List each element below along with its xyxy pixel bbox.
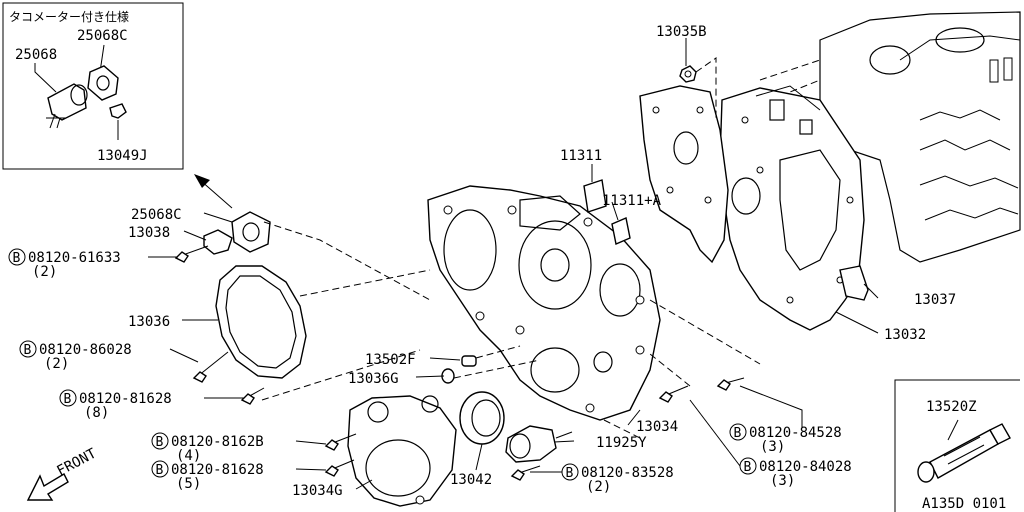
bolt-b-symbol: B [64, 392, 72, 407]
bolt-84528-drawing [716, 377, 745, 391]
tensioner-11925y-drawing [505, 425, 573, 463]
bolt-qty-84528: (3) [760, 439, 785, 455]
label-13032[interactable]: 13032 [884, 327, 926, 343]
plate-25068c-drawing [231, 211, 271, 253]
tach-clip-drawing [109, 103, 127, 119]
bolt-83528-drawing [510, 465, 541, 481]
label-11311[interactable]: 11311 [560, 148, 602, 164]
gasket-11311a-drawing [611, 201, 631, 245]
gasket-13036-drawing [215, 265, 307, 379]
label-13037[interactable]: 13037 [914, 292, 956, 308]
bolt-label-81628-5[interactable]: B 08120-81628 (5) [151, 460, 264, 492]
label-13038[interactable]: 13038 [128, 225, 170, 241]
engine-block-drawing [759, 11, 1021, 263]
label-13035b[interactable]: 13035B [656, 24, 707, 40]
bolt-part-8162b: 08120-8162B [171, 434, 264, 450]
leader-lines [148, 38, 959, 490]
bolt-b-symbol: B [734, 426, 742, 441]
bolt-61633-drawing [174, 245, 209, 263]
front-arrow-icon [26, 473, 69, 501]
bolt-label-81628-8[interactable]: B 08120-81628 (8) [59, 389, 172, 421]
bolt-part-84528: 08120-84528 [749, 425, 842, 441]
bolt-part-86028: 08120-86028 [39, 342, 132, 358]
tachometer-inset: タコメーター付き仕様 25068 25068C 13049J [2, 2, 184, 170]
label-25068c[interactable]: 25068C [131, 207, 182, 223]
sealant-inset: 13520Z A135D 0101 [894, 379, 1020, 512]
inset-frame [2, 2, 184, 170]
part-labels: 13035B 11311 11311+A 25068C 13038 13036 … [128, 24, 956, 499]
bolt-8162b-drawing [324, 433, 357, 451]
bolt-b-symbol: B [156, 463, 164, 478]
diagram-id: A135D 0101 [922, 496, 1006, 512]
bolt-part-81628-8: 08120-81628 [79, 391, 172, 407]
bolt-qty-61633: (2) [32, 264, 57, 280]
seal-13042-drawing [459, 391, 505, 445]
front-label: FRONT [54, 445, 99, 479]
gasket-13037-drawing [839, 265, 869, 301]
label-13036[interactable]: 13036 [128, 314, 170, 330]
bolt-label-84528[interactable]: B 08120-84528 (3) [729, 423, 842, 455]
label-13036g[interactable]: 13036G [348, 371, 399, 387]
bolt-label-84028[interactable]: B 08120-84028 (3) [739, 457, 852, 489]
front-cover-drawing [427, 185, 661, 421]
tach-sensor-drawing [46, 83, 88, 129]
bolt-81628-drawing [240, 387, 265, 405]
label-13042[interactable]: 13042 [450, 472, 492, 488]
gasket-11311-drawing [583, 164, 607, 213]
label-13520z[interactable]: 13520Z [926, 399, 977, 415]
bolt-part-83528: 08120-83528 [581, 465, 674, 481]
inset-frame-br [894, 379, 1020, 512]
label-25068[interactable]: 25068 [15, 47, 57, 63]
bolt-qty-86028: (2) [44, 356, 69, 372]
label-13502f[interactable]: 13502F [365, 352, 416, 368]
reference-arrow [194, 174, 233, 209]
bolt-qty-8162b: (4) [176, 448, 201, 464]
bolt-part-61633: 08120-61633 [28, 250, 121, 266]
bolt-part-81628-5: 08120-81628 [171, 462, 264, 478]
plate-13032-drawing [719, 85, 865, 331]
bolt-label-83528[interactable]: B 08120-83528 (2) [561, 463, 674, 495]
bolt-qty-81628-5: (5) [176, 476, 201, 492]
bolt-b-symbol: B [744, 460, 752, 475]
bolt-label-61633[interactable]: B 08120-61633 (2) [8, 248, 121, 280]
rear-gasket-plate-drawing [639, 85, 761, 264]
bolt-label-8162b[interactable]: B 08120-8162B (4) [151, 432, 264, 464]
label-25068c-inset[interactable]: 25068C [77, 28, 128, 44]
tach-gasket-drawing [87, 65, 119, 101]
bolt-b-symbol: B [13, 251, 21, 266]
bolt-b-symbol: B [24, 343, 32, 358]
bolt-qty-84028: (3) [770, 473, 795, 489]
bolt-qty-81628-8: (8) [84, 405, 109, 421]
bolt-label-86028[interactable]: B 08120-86028 (2) [19, 340, 132, 372]
bolt-b-symbol: B [156, 435, 164, 450]
label-11925y[interactable]: 11925Y [596, 435, 647, 451]
alignment-lines [261, 221, 761, 441]
label-13034[interactable]: 13034 [636, 419, 678, 435]
label-11311a[interactable]: 11311+A [602, 193, 662, 209]
bolt-84028-drawing [658, 385, 689, 403]
plate-13038-drawing [203, 229, 233, 255]
bolt-86028-drawing [192, 351, 229, 383]
sealant-tube-drawing [917, 423, 1011, 483]
bolt-b-symbol: B [566, 466, 574, 481]
nut-13035b-drawing [679, 57, 717, 118]
bolt-part-84028: 08120-84028 [759, 459, 852, 475]
cover-13034g-drawing [347, 395, 457, 507]
label-13049j[interactable]: 13049J [97, 148, 148, 164]
inset-title: タコメーター付き仕様 [9, 10, 129, 24]
dowel-13502f-drawing [461, 355, 477, 367]
bolt-labels: B 08120-61633 (2) B 08120-86028 (2) B 08… [8, 248, 852, 495]
front-direction-indicator: FRONT [26, 445, 100, 501]
bolt-81628-b-drawing [324, 459, 355, 477]
bolt-qty-83528: (2) [586, 479, 611, 495]
label-13034g[interactable]: 13034G [292, 483, 343, 499]
